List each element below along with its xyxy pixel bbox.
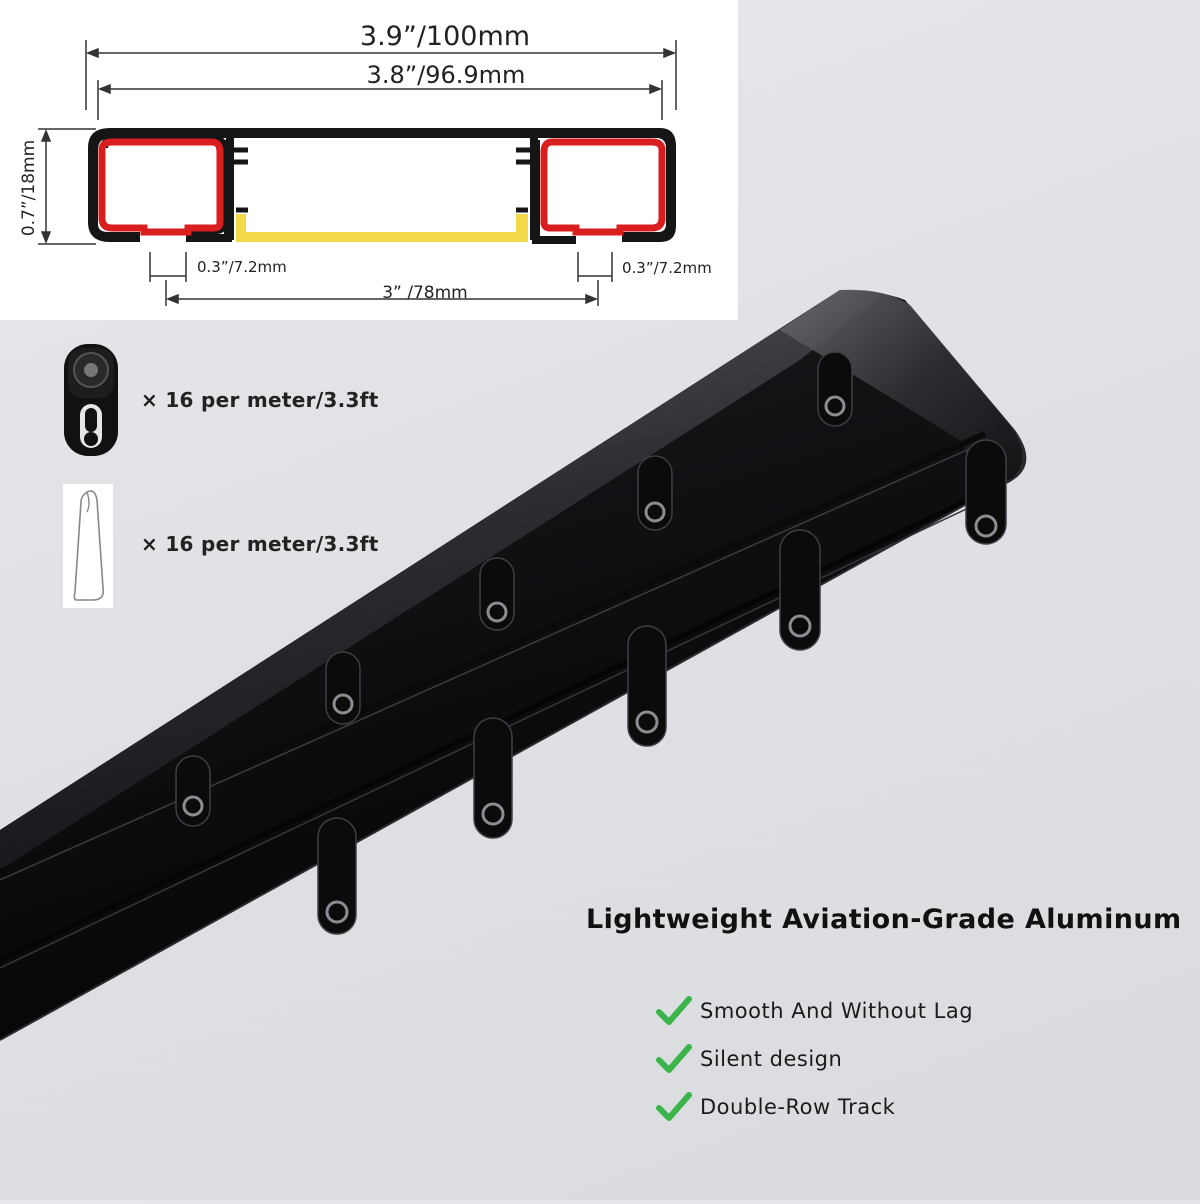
- checkmark-icon: [656, 996, 692, 1025]
- accessory-hook-label: × 16 per meter/3.3ft: [141, 532, 379, 556]
- dim-inner-width: 3.8”/96.9mm: [367, 61, 526, 89]
- feature-label: Double-Row Track: [700, 1095, 896, 1119]
- profile-dimension-diagram: 3.9”/100mm 3.8”/96.9mm 0.7”/18mm 0.3”/7.…: [0, 0, 738, 320]
- dim-right-gap: 0.3”/7.2mm: [622, 259, 712, 277]
- dim-center-gap: 3” /78mm: [382, 283, 468, 303]
- curtain-track-render: [0, 280, 1200, 1200]
- accessory-hook: [63, 484, 113, 612]
- headline: Lightweight Aviation-Grade Aluminum: [586, 904, 1182, 935]
- accessory-glider: [58, 338, 128, 466]
- checkmark-icon: [656, 1044, 692, 1073]
- feature-label: Smooth And Without Lag: [700, 999, 974, 1023]
- feature-item: Smooth And Without Lag: [656, 994, 973, 1028]
- feature-label: Silent design: [700, 1047, 843, 1071]
- feature-item: Silent design: [656, 1042, 842, 1076]
- checkmark-icon: [656, 1092, 692, 1121]
- accessory-glider-label: × 16 per meter/3.3ft: [141, 388, 379, 412]
- glider-roller-icon: [58, 338, 128, 466]
- curtain-hook-icon: [63, 484, 113, 612]
- dim-height: 0.7”/18mm: [19, 140, 39, 236]
- feature-item: Double-Row Track: [656, 1090, 895, 1124]
- dim-overall-width: 3.9”/100mm: [360, 21, 530, 52]
- dim-left-gap: 0.3”/7.2mm: [197, 258, 287, 276]
